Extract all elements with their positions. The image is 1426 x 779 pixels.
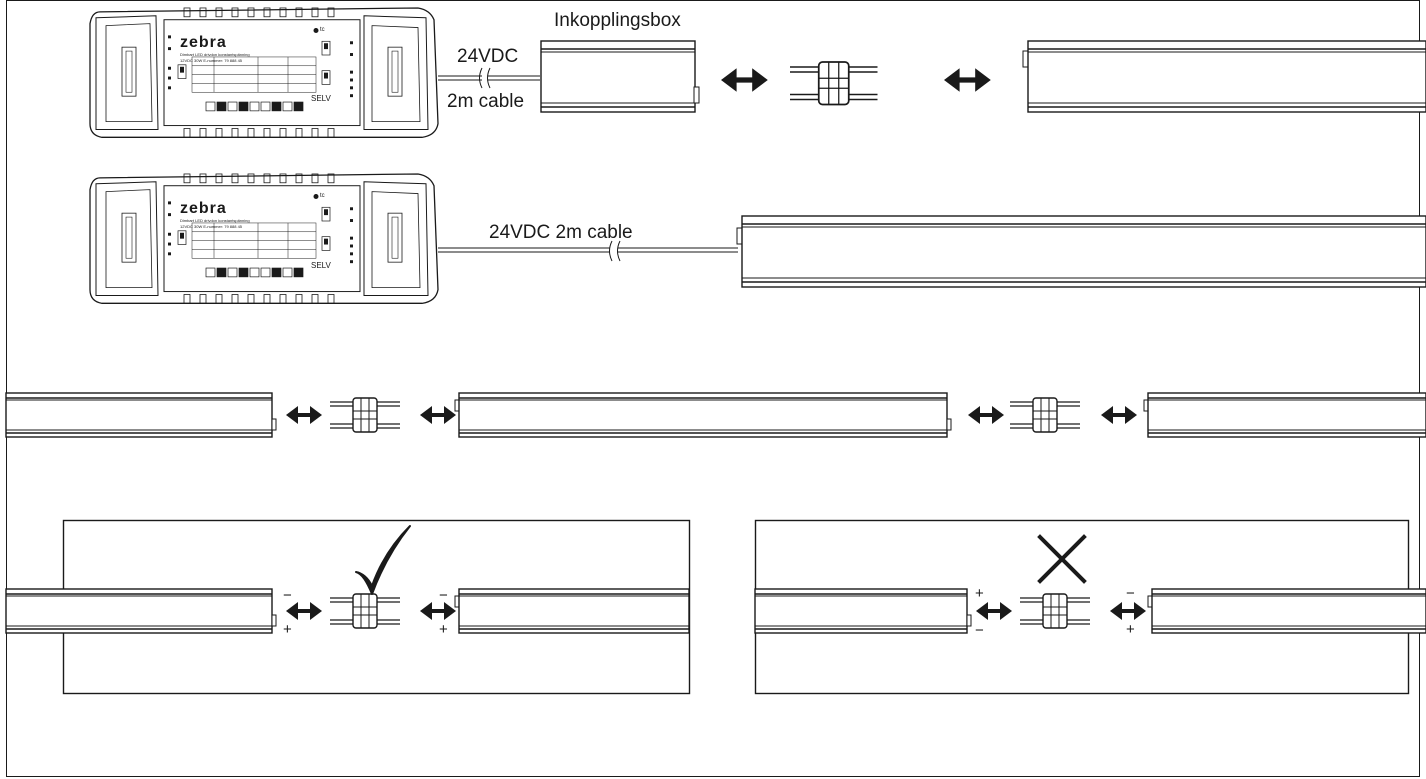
cable-2 [438, 240, 738, 262]
joiner-1 [789, 61, 879, 106]
led-profile-2 [736, 215, 1426, 288]
cable-length-label: 2m cable [447, 91, 524, 112]
double-arrow-3a [284, 404, 324, 426]
polarity-bad-left-top: + [975, 585, 984, 602]
cable-voltage-label: 24VDC [457, 46, 518, 67]
driver-tc-1: tc [320, 27, 325, 33]
double-arrow-3d [1099, 404, 1139, 426]
driver-title-2: Dimbart LED drivdon konstantspänning [180, 218, 250, 223]
led-profile-1 [1022, 40, 1426, 113]
double-arrow-1b [944, 68, 991, 91]
double-arrow-4d [1108, 600, 1148, 622]
driver-title-1: Dimbart LED drivdon konstantspänning [180, 52, 250, 57]
driver-brand-2: zebra [180, 200, 227, 217]
joiner-3a [329, 397, 401, 433]
diagram-frame [6, 0, 1420, 777]
inkopplingsbox [540, 40, 700, 113]
driver-tc-2: tc [320, 193, 325, 199]
polarity-ok-right-top: − [439, 587, 448, 604]
polarity-bad-left-bottom: − [975, 622, 984, 639]
driver-unit-2 [89, 173, 439, 304]
double-arrow-3c [966, 404, 1006, 426]
driver-selv-2: SELV [311, 261, 332, 270]
polarity-ok-left-top: − [283, 587, 292, 604]
double-arrow-4c [974, 600, 1014, 622]
double-arrow-4b [418, 600, 458, 622]
driver-subtitle-2: 12VDC 30W E-nummer: 79 888 45 [180, 224, 243, 229]
driver-subtitle-1: 12VDC 30W E-nummer: 79 888 45 [180, 58, 243, 63]
polarity-ok-left-bottom: + [283, 621, 292, 638]
polarity-bad-right-top: − [1126, 585, 1135, 602]
polarity-bad-right-bottom: + [1126, 621, 1135, 638]
driver-selv-1: SELV [311, 94, 332, 103]
cable-full-label: 24VDC 2m cable [489, 222, 633, 243]
double-arrow-4a [284, 600, 324, 622]
joiner-4b [1019, 593, 1091, 629]
incorrect-polarity-panel [754, 519, 1426, 695]
joiner-4a [329, 593, 401, 629]
double-arrow-3b [418, 404, 458, 426]
cable-1 [438, 67, 540, 89]
led-profile-3c [1143, 392, 1426, 438]
joiner-3b [1009, 397, 1081, 433]
check-mark-icon [355, 525, 411, 595]
polarity-ok-right-bottom: + [439, 621, 448, 638]
led-profile-3b [454, 392, 952, 438]
driver-unit-1 [89, 7, 439, 138]
double-arrow-1a [721, 68, 768, 91]
inkopplingsbox-label: Inkopplingsbox [554, 10, 681, 31]
cross-mark-icon [1037, 534, 1087, 584]
led-profile-3a [5, 392, 277, 438]
driver-brand-1: zebra [180, 34, 227, 51]
correct-polarity-panel [5, 519, 691, 695]
